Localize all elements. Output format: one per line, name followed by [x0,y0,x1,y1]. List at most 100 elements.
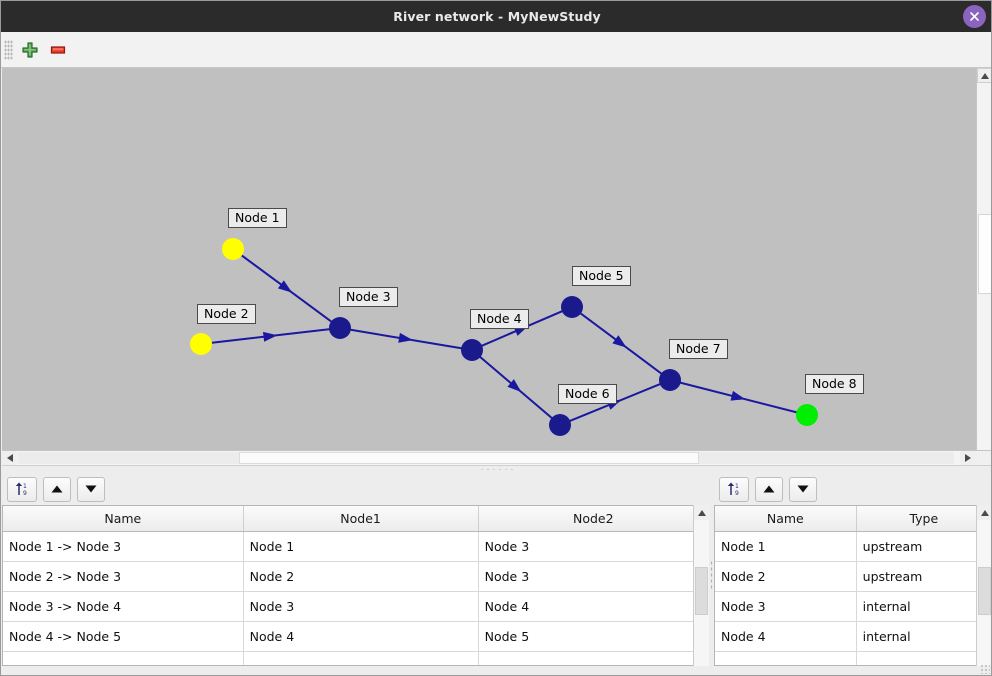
graph-edge-arrow-icon [277,280,293,293]
graph-hscroll-track-left[interactable] [18,452,239,464]
table-cell[interactable]: Node 1 [243,531,479,562]
table-cell[interactable]: Node 4 -> Node 5 [3,621,244,652]
toolbar-grip[interactable] [4,39,13,60]
graph-node-label-node-5[interactable]: Node 5 [572,266,631,287]
window-resize-grip[interactable] [980,664,990,674]
graph-node-node-4[interactable] [461,339,483,361]
graph-vscroll-track-lower[interactable] [978,294,991,434]
table-cell[interactable]: Node 3 [478,531,708,562]
graph-edge-arrow-icon [507,379,522,393]
table-cell[interactable] [715,651,857,665]
table-cell[interactable] [856,651,991,665]
graph-nodes [190,238,818,436]
sort-icon: 1 9 [15,482,27,497]
graph-node-node-5[interactable] [561,296,583,318]
reaches-scroll-up-button[interactable] [694,505,709,520]
reaches-sort-button[interactable]: 1 9 [7,476,37,502]
graph-scroll-right-button[interactable] [960,451,975,465]
table-cell[interactable] [3,651,244,665]
table-cell[interactable]: Node 5 [478,621,708,652]
column-header-node1[interactable]: Node1 [243,506,479,532]
column-header-type[interactable]: Type [856,506,991,532]
table-cell[interactable]: Node 3 [478,561,708,592]
graph-node-node-2[interactable] [190,333,212,355]
graph-edge-arrow-icon [262,331,278,342]
table-cell[interactable]: Node 4 [715,621,857,652]
graph-node-label-node-2[interactable]: Node 2 [197,304,256,325]
nodes-move-up-button[interactable] [755,476,783,502]
graph-node-node-3[interactable] [329,317,351,339]
reaches-move-down-button[interactable] [77,476,105,502]
graph-node-node-8[interactable] [796,404,818,426]
graph-scroll-left-button[interactable] [2,451,17,465]
reaches-move-up-button[interactable] [43,476,71,502]
chevron-up-icon [697,509,706,516]
graph-node-label-node-3[interactable]: Node 3 [339,287,398,308]
remove-node-button[interactable] [44,36,72,64]
table-row[interactable] [715,651,991,665]
table-cell[interactable]: internal [856,591,991,622]
graph-vscroll-track-upper[interactable] [978,84,991,214]
graph-node-label-node-7[interactable]: Node 7 [669,339,728,360]
reaches-vscroll-thumb[interactable] [695,567,708,615]
graph-node-node-7[interactable] [659,369,681,391]
graph-hscroll-thumb[interactable] [239,452,699,464]
nodes-vertical-scrollbar[interactable] [976,505,991,666]
table-cell[interactable]: Node 2 -> Node 3 [3,561,244,592]
main-toolbar [1,32,991,68]
table-cell[interactable]: Node 2 [715,561,857,592]
table-cell[interactable]: internal [856,621,991,652]
nodes-vscroll-thumb[interactable] [978,567,991,615]
add-node-button[interactable] [16,36,44,64]
graph-vscroll-thumb[interactable] [978,214,991,294]
table-cell[interactable]: Node 4 [243,621,479,652]
nodes-scroll-up-button[interactable] [977,505,991,520]
sort-icon: 1 9 [727,482,739,497]
table-cell[interactable] [243,651,479,665]
graph-horizontal-scrollbar[interactable] [2,450,991,465]
table-cell[interactable]: upstream [856,531,991,562]
graph-node-label-node-4[interactable]: Node 4 [470,309,529,330]
table-cell[interactable]: Node 2 [243,561,479,592]
table-cell[interactable]: Node 3 [715,591,857,622]
tables-splitter[interactable] [709,473,714,675]
graph-node-label-node-8[interactable]: Node 8 [805,374,864,395]
graph-node-label-node-1[interactable]: Node 1 [228,208,287,229]
triangle-down-icon [85,485,97,493]
table-cell[interactable]: Node 3 -> Node 4 [3,591,244,622]
graph-node-node-6[interactable] [549,414,571,436]
graph-node-label-node-6[interactable]: Node 6 [558,384,617,405]
nodes-sort-button[interactable]: 1 9 [719,476,749,502]
nodes-move-down-button[interactable] [789,476,817,502]
graph-hscroll-track-right[interactable] [699,452,954,464]
table-cell[interactable]: Node 1 -> Node 3 [3,531,244,562]
column-header-name[interactable]: Name [3,506,244,532]
svg-text:1: 1 [735,483,739,490]
graph-node-node-1[interactable] [222,238,244,260]
column-header-node2[interactable]: Node2 [478,506,708,532]
table-cell[interactable]: Node 4 [478,591,708,622]
graph-scroll-up-button[interactable] [977,68,991,83]
reaches-vertical-scrollbar[interactable] [693,505,709,666]
close-window-button[interactable] [963,5,986,28]
graph-vertical-scrollbar[interactable] [976,68,991,555]
table-cell[interactable]: Node 3 [243,591,479,622]
table-cell[interactable] [478,651,708,665]
graph-tables-splitter[interactable] [2,465,991,473]
column-header-name[interactable]: Name [715,506,857,532]
table-cell[interactable]: Node 1 [715,531,857,562]
network-graph-canvas[interactable]: Node 1 Node 2 Node 3 Node 4 Node 5 Node 6 Node… [2,68,976,450]
table-cell[interactable]: upstream [856,561,991,592]
table-row[interactable] [3,651,708,665]
